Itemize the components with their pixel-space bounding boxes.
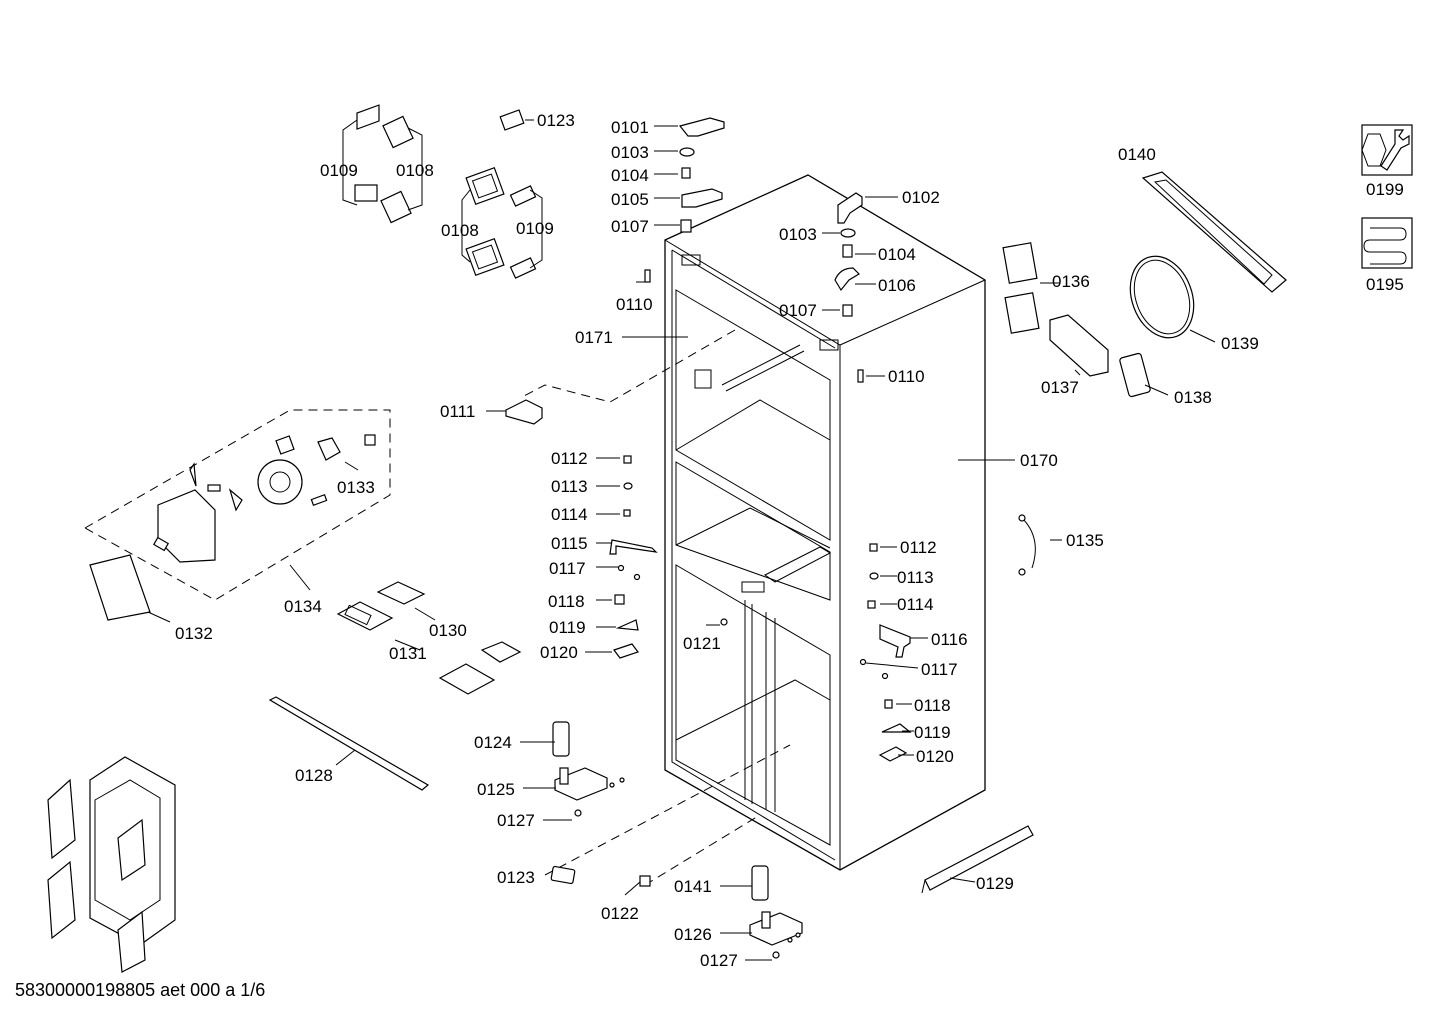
- label-0113: 0113: [897, 568, 934, 587]
- document-id: 58300000198805 aet 000 a 1/6: [15, 980, 266, 1000]
- label-0109: 0109: [320, 161, 358, 180]
- label-0120: 0120: [540, 643, 578, 662]
- label-0126: 0126: [674, 925, 712, 944]
- label-0127: 0127: [497, 811, 535, 830]
- label-0108: 0108: [396, 161, 434, 180]
- label-0104: 0104: [878, 245, 916, 264]
- icon-label-0195: 0195: [1366, 275, 1404, 294]
- label-0122: 0122: [601, 904, 639, 923]
- label-0128: 0128: [295, 766, 333, 785]
- label-0115: 0115: [551, 534, 588, 553]
- label-0119: 0119: [549, 618, 586, 637]
- label-0132: 0132: [175, 624, 213, 643]
- label-0170: 0170: [1020, 451, 1058, 470]
- part-illustrations: [47, 104, 1287, 973]
- label-0107: 0107: [611, 217, 649, 236]
- part-labels: 0101 0103 0104 0105 0107 0102 0103 0104 …: [175, 111, 1259, 970]
- refrigerator-cabinet: [664, 174, 986, 871]
- label-0118: 0118: [914, 696, 951, 715]
- label-0123: 0123: [497, 868, 535, 887]
- label-0125: 0125: [477, 780, 515, 799]
- label-0108: 0108: [441, 221, 479, 240]
- label-0111: 0111: [440, 402, 475, 421]
- label-0101: 0101: [611, 118, 649, 137]
- label-0171: 0171: [575, 328, 613, 347]
- label-0136: 0136: [1052, 272, 1090, 291]
- label-0107: 0107: [779, 301, 817, 320]
- assembly-dashed-lines: [83, 329, 791, 886]
- label-0130: 0130: [429, 621, 467, 640]
- wrench-icon: [1361, 124, 1413, 176]
- label-0112: 0112: [900, 538, 937, 557]
- label-0120: 0120: [916, 747, 954, 766]
- label-0135: 0135: [1066, 531, 1104, 550]
- label-0124: 0124: [474, 733, 512, 752]
- label-0118: 0118: [548, 592, 585, 611]
- label-0129: 0129: [976, 874, 1014, 893]
- label-0114: 0114: [551, 505, 588, 524]
- label-0117: 0117: [921, 660, 958, 679]
- label-0116: 0116: [931, 630, 968, 649]
- label-0119: 0119: [914, 723, 951, 742]
- label-0127: 0127: [700, 951, 738, 970]
- label-0105: 0105: [611, 190, 649, 209]
- label-0109: 0109: [516, 219, 554, 238]
- label-0138: 0138: [1174, 388, 1212, 407]
- label-0117: 0117: [549, 559, 586, 578]
- label-0110: 0110: [888, 367, 925, 386]
- label-0113: 0113: [551, 477, 588, 496]
- label-0112: 0112: [551, 449, 588, 468]
- label-0103: 0103: [779, 225, 817, 244]
- heating-coil-icon: [1361, 217, 1413, 269]
- label-0141: 0141: [674, 877, 712, 896]
- label-0106: 0106: [878, 276, 916, 295]
- leader-lines: [147, 119, 1216, 961]
- label-0140: 0140: [1118, 145, 1156, 164]
- label-0137: 0137: [1041, 378, 1079, 397]
- label-0104: 0104: [611, 166, 649, 185]
- label-0110: 0110: [616, 295, 653, 314]
- icon-label-0199: 0199: [1366, 180, 1404, 199]
- label-0123: 0123: [537, 111, 575, 130]
- label-0121: 0121: [683, 634, 721, 653]
- label-0114: 0114: [897, 595, 934, 614]
- label-0131: 0131: [389, 644, 427, 663]
- label-0134: 0134: [284, 597, 322, 616]
- label-0102: 0102: [902, 188, 940, 207]
- label-0139: 0139: [1221, 334, 1259, 353]
- label-0133: 0133: [337, 478, 375, 497]
- label-0103: 0103: [611, 143, 649, 162]
